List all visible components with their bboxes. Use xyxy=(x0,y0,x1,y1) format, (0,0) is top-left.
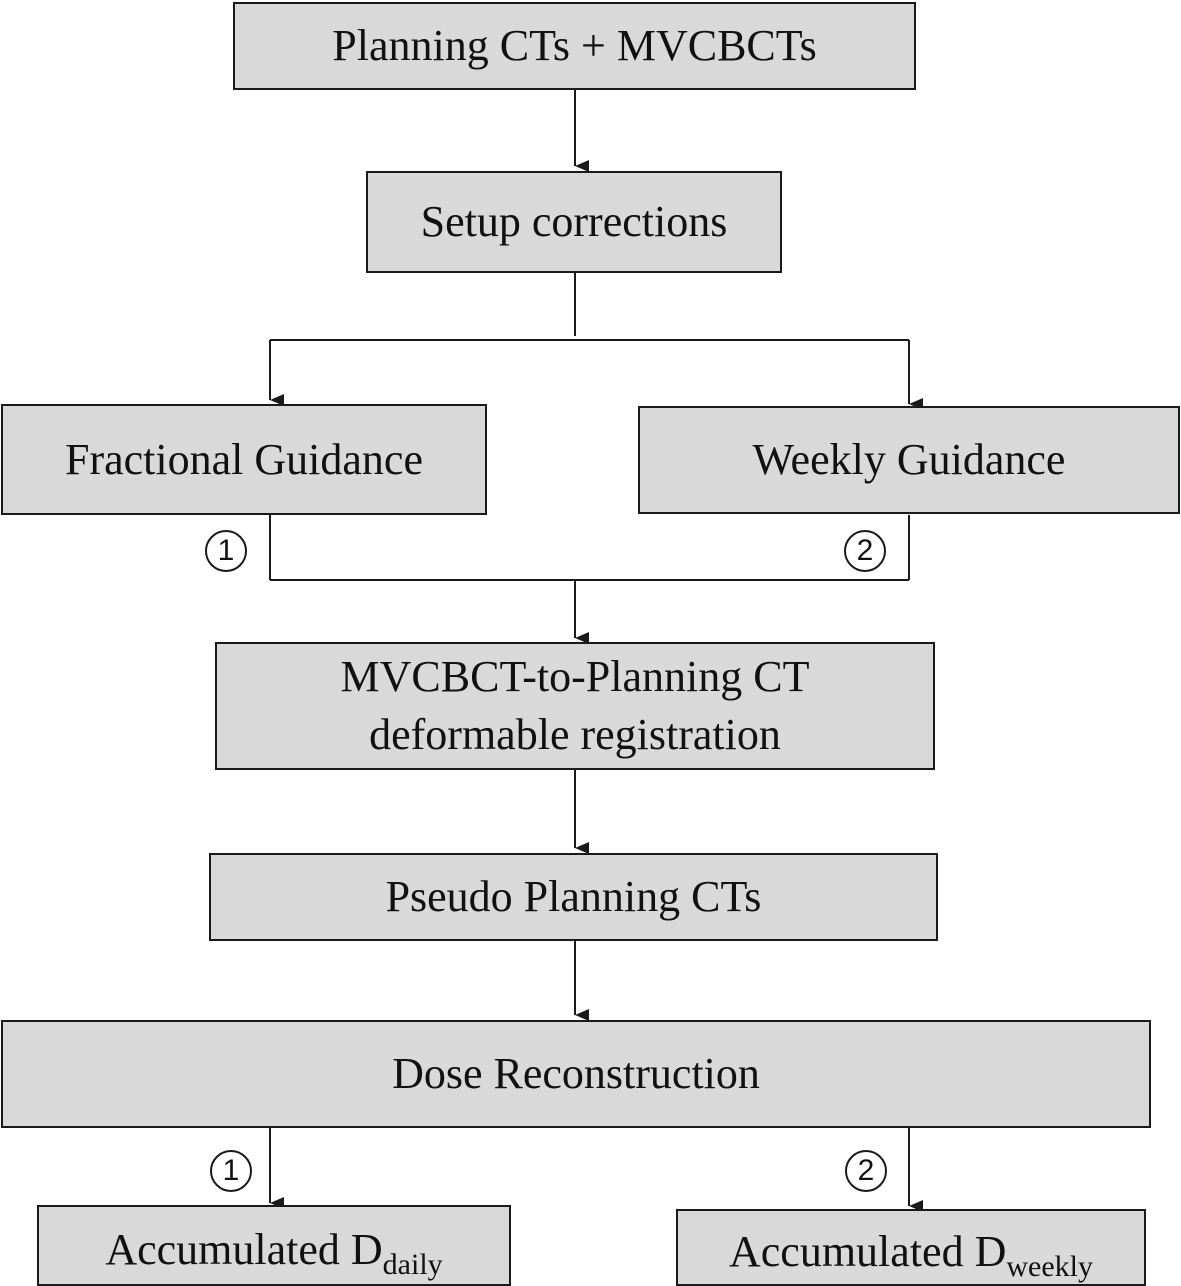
accumulated-daily-text: Accumulated D xyxy=(105,1225,383,1274)
marker-weekly-merge: 2 xyxy=(844,530,886,572)
marker-weekly-merge-number: 2 xyxy=(856,534,874,567)
setup-corrections-label: Setup corrections xyxy=(420,197,728,246)
fractional-guidance-label: Fractional Guidance xyxy=(65,434,423,484)
fractional-guidance-box: Fractional Guidance xyxy=(1,404,487,515)
weekly-guidance-box: Weekly Guidance xyxy=(638,406,1180,514)
accumulated-daily-label: Accumulated Ddaily xyxy=(105,1221,443,1281)
dose-reconstruction-label: Dose Reconstruction xyxy=(392,1049,760,1098)
marker-dose-weekly-number: 2 xyxy=(857,1154,875,1187)
accumulated-daily-subscript: daily xyxy=(382,1248,443,1281)
accumulated-weekly-box: Accumulated Dweekly xyxy=(676,1209,1146,1286)
pseudo-planning-label: Pseudo Planning CTs xyxy=(385,872,762,921)
registration-label-line2: deformable registration xyxy=(369,710,781,759)
planning-ct-label: Planning CTs + MVCBCTs xyxy=(332,21,817,70)
registration-box: MVCBCT-to-Planning CT deformable registr… xyxy=(215,642,935,770)
accumulated-weekly-label: Accumulated Dweekly xyxy=(729,1223,1093,1283)
marker-fractional-merge-number: 1 xyxy=(217,534,235,567)
marker-fractional-merge: 1 xyxy=(205,530,247,572)
registration-label-line1: MVCBCT-to-Planning CT xyxy=(340,652,810,701)
accumulated-daily-box: Accumulated Ddaily xyxy=(37,1205,511,1286)
planning-ct-box: Planning CTs + MVCBCTs xyxy=(233,2,916,90)
marker-dose-daily: 1 xyxy=(210,1150,252,1192)
accumulated-weekly-subscript: weekly xyxy=(1006,1250,1093,1283)
marker-dose-weekly: 2 xyxy=(845,1150,887,1192)
dose-reconstruction-box: Dose Reconstruction xyxy=(1,1020,1151,1128)
marker-dose-daily-number: 1 xyxy=(222,1154,240,1187)
setup-corrections-box: Setup corrections xyxy=(366,171,782,273)
accumulated-weekly-text: Accumulated D xyxy=(729,1227,1007,1276)
weekly-guidance-label: Weekly Guidance xyxy=(752,435,1066,484)
pseudo-planning-box: Pseudo Planning CTs xyxy=(209,853,938,941)
